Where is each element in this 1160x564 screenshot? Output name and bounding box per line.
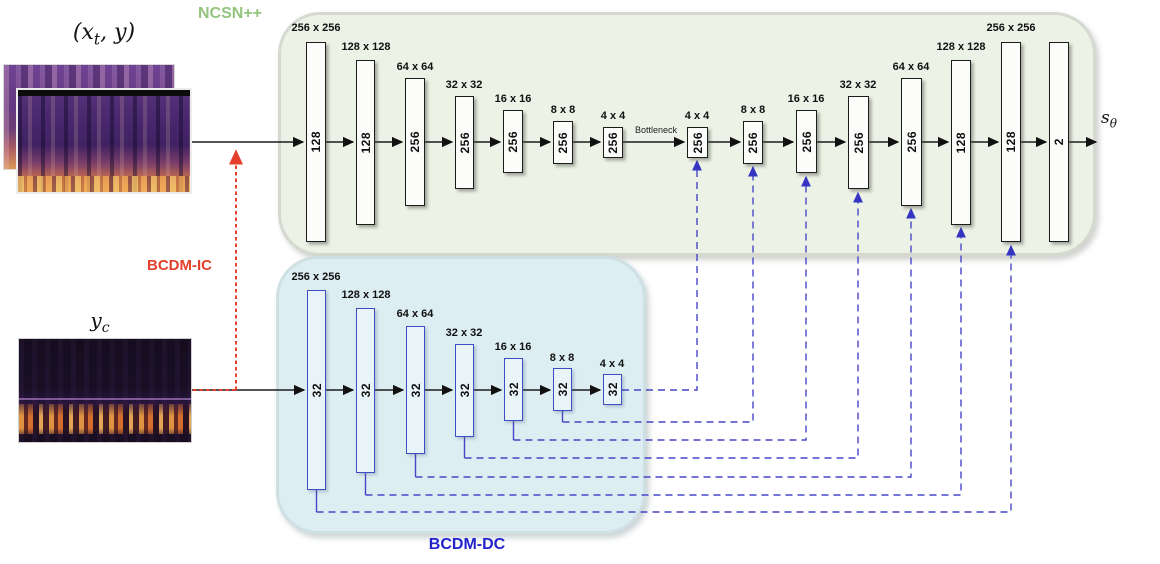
unet-decoder-box: 256: [743, 121, 763, 164]
input-label: (xt, y): [72, 20, 136, 49]
unet-decoder-box: 256: [848, 96, 869, 189]
channel-label: 256: [506, 130, 520, 153]
feature-size-label: 32 x 32: [839, 79, 877, 91]
feature-size-label: 128 x 128: [936, 41, 986, 53]
channel-label: 32: [309, 382, 324, 398]
feature-size-label: 16 x 16: [787, 93, 825, 105]
unet-output-box: 2: [1049, 42, 1069, 242]
feature-size-label: 8 x 8: [550, 104, 576, 116]
feature-size-label: 64 x 64: [396, 61, 434, 73]
output-label: sθ: [1101, 108, 1117, 131]
bcdm-dc-label: BCDM-DC: [428, 536, 506, 553]
channel-label: 32: [605, 382, 620, 397]
unet-encoder-box: 128: [356, 60, 375, 225]
dc-box: 32: [356, 308, 375, 473]
spectrogram-energy-band: [19, 403, 191, 434]
feature-size-label: 256 x 256: [986, 22, 1036, 34]
channel-label: 32: [408, 382, 423, 398]
feature-size-label: 64 x 64: [892, 61, 930, 73]
feature-size-label: 4 x 4: [684, 110, 710, 122]
feature-size-label: 8 x 8: [740, 104, 766, 116]
channel-label: 256: [556, 131, 570, 154]
feature-size-label: 256 x 256: [291, 271, 341, 283]
channel-label: 256: [904, 131, 919, 153]
feature-size-label: 32 x 32: [445, 327, 483, 339]
channel-label: 32: [358, 383, 373, 398]
unet-decoder-box: 128: [1001, 42, 1021, 242]
channel-label: 32: [506, 382, 521, 397]
feature-size-label: 128 x 128: [341, 41, 391, 53]
channel-label: 256: [606, 131, 620, 154]
channel-label: 256: [799, 130, 814, 153]
unet-decoder-box: 256: [901, 78, 922, 206]
channel-label: 128: [309, 131, 323, 153]
channel-label: 256: [746, 131, 760, 154]
unet-decoder-box: 256: [687, 127, 708, 158]
unet-decoder-box: 256: [796, 110, 817, 173]
unet-encoder-box: 256: [553, 121, 573, 164]
channel-label: 2: [1052, 138, 1066, 146]
channel-label: 128: [358, 131, 373, 154]
feature-size-label: 4 x 4: [600, 110, 626, 122]
feature-size-label: 8 x 8: [549, 352, 575, 364]
unet-encoder-box: 256: [503, 110, 523, 173]
channel-label: 128: [1004, 131, 1018, 153]
ncsn-title: NCSN++: [198, 5, 263, 22]
feature-size-label: 128 x 128: [341, 289, 391, 301]
spectrogram-energy-band: [18, 175, 190, 192]
channel-label: 256: [851, 131, 866, 154]
channel-label: 256: [457, 131, 472, 154]
feature-size-label: 16 x 16: [494, 93, 532, 105]
feature-size-label: 16 x 16: [494, 341, 532, 353]
bottleneck-label: Bottleneck: [634, 125, 678, 135]
dc-box: 32: [504, 358, 523, 421]
unet-encoder-box: 256: [603, 127, 623, 158]
channel-label: 32: [457, 383, 472, 398]
conditioner-spectrogram: [18, 338, 192, 443]
dc-box: 32: [603, 374, 622, 405]
unet-decoder-box: 128: [951, 60, 971, 225]
channel-label: 256: [690, 131, 705, 154]
channel-label: 32: [555, 382, 570, 397]
feature-size-label: 32 x 32: [445, 79, 483, 91]
conditioner-label: yc: [90, 308, 110, 336]
unet-encoder-box: 256: [455, 96, 474, 189]
channel-label: 256: [408, 131, 422, 153]
bcdm-ic-label: BCDM-IC: [147, 257, 212, 274]
dc-box: 32: [553, 368, 572, 411]
dc-box: 32: [455, 344, 474, 437]
unet-encoder-box: 128: [306, 42, 326, 242]
dc-box: 32: [406, 326, 425, 454]
spectrogram-harmonic-line: [19, 397, 191, 400]
feature-size-label: 64 x 64: [396, 308, 434, 320]
input-spectrogram-front: [16, 88, 192, 194]
dc-box: 32: [307, 290, 326, 490]
channel-label: 128: [954, 131, 968, 154]
unet-encoder-box: 256: [405, 78, 425, 206]
feature-size-label: 4 x 4: [599, 358, 625, 370]
feature-size-label: 256 x 256: [291, 22, 341, 34]
